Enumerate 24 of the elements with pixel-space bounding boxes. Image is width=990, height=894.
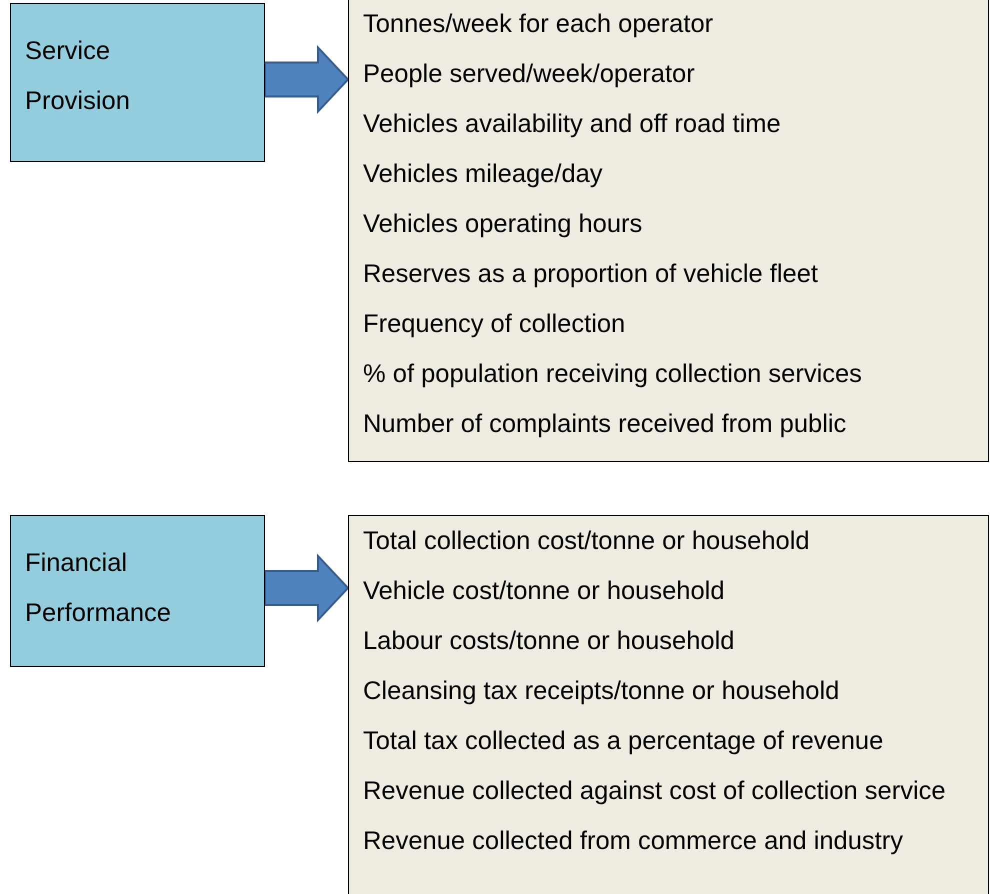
indicator-item: Cleansing tax receipts/tonne or household	[363, 676, 840, 707]
indicator-item: Tonnes/week for each operator	[363, 9, 714, 40]
block-arrow	[264, 553, 350, 623]
category-label: Financial Performance	[25, 548, 172, 629]
indicator-item: Vehicles availability and off road time	[363, 109, 782, 140]
indicator-item: Revenue collected against cost of collection service	[363, 776, 947, 807]
indicator-item: Revenue collected from commerce and industry	[363, 826, 904, 857]
indicator-item: % of population receiving collection services	[363, 359, 863, 390]
indicator-item: Reserves as a proportion of vehicle fleet	[363, 259, 819, 290]
indicator-list-box	[348, 515, 989, 894]
category-box	[10, 515, 265, 667]
category-label: Service Provision	[25, 36, 131, 117]
category-box	[10, 3, 265, 162]
indicator-item: Total tax collected as a percentage of revenue	[363, 726, 884, 757]
block-arrow	[264, 44, 350, 114]
indicator-item: People served/week/operator	[363, 59, 696, 90]
indicator-item: Vehicles mileage/day	[363, 159, 604, 190]
indicator-item: Total collection cost/tonne or household	[363, 526, 811, 557]
indicator-item: Vehicle cost/tonne or household	[363, 576, 726, 607]
indicator-item: Vehicles operating hours	[363, 209, 644, 240]
indicator-item: Frequency of collection	[363, 309, 626, 340]
indicator-item: Number of complaints received from public	[363, 409, 848, 440]
indicator-list-box	[348, 0, 989, 462]
indicator-item: Labour costs/tonne or household	[363, 626, 736, 657]
